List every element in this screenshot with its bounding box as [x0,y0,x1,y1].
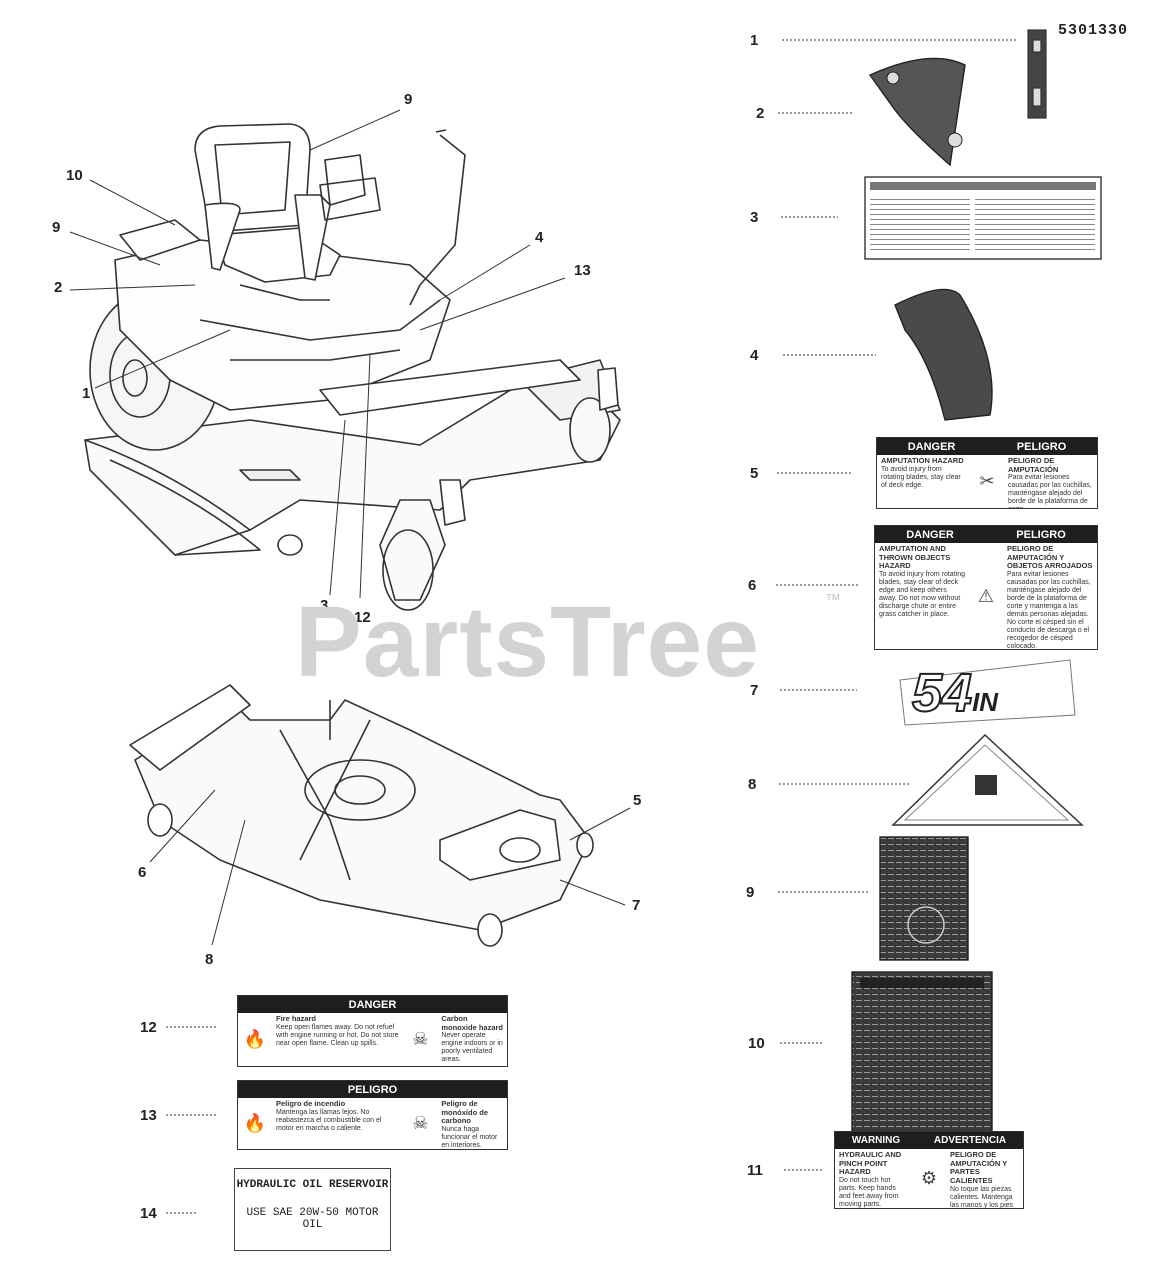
watermark: PartsTree [295,586,760,698]
decal-12: DANGER 🔥 Fire hazard Keep open flames aw… [237,995,508,1067]
callout-decal-7: 7 [750,682,759,699]
fire-hazard-icon: 🔥 [243,1029,267,1049]
callout-deck-6: 6 [138,864,147,881]
fire-hazard-icon: 🔥 [243,1113,267,1133]
callout-mower-4: 4 [535,229,544,246]
decal-12-left-body: Keep open flames away. Do not refuel wit… [276,1023,399,1047]
decal-7-size: 54 [911,662,973,724]
decal-13-left-body: Mantenga las llamas lejos. No reabastezc… [276,1108,382,1132]
callout-mower-9-top: 9 [404,91,413,108]
decal-11-left-body: Do not touch hot parts. Keep hands and f… [839,1176,899,1209]
decal-12-header: DANGER [348,998,397,1011]
callout-decal-11: 11 [747,1162,763,1179]
callout-decal-2: 2 [756,105,765,122]
decal-5: DANGER PELIGRO AMPUTATION HAZARD To avoi… [876,437,1098,509]
decal-13-right-title: Peligro de monóxido de carbono [441,1099,488,1126]
decal-5-right-body: Para evitar lesiones causadas por las cu… [1008,474,1092,508]
decal-6: DANGER PELIGRO AMPUTATION AND THROWN OBJ… [874,525,1098,650]
decal-13: PELIGRO 🔥 Peligro de incendio Mantenga l… [237,1080,508,1150]
callout-decal-12: 12 [140,1019,157,1036]
callout-mower-13: 13 [574,262,591,279]
callout-mower-12: 12 [354,609,371,626]
callout-decal-14: 14 [140,1205,157,1222]
decal-5-header-right: PELIGRO [1016,440,1067,453]
decal-10-shape [851,971,993,1133]
decal-6-header-left: DANGER [906,528,954,541]
thrown-objects-icon: ⚠ [977,585,995,606]
decal-11-right-body: No toque las piezas calientes. Mantenga … [950,1185,1014,1209]
decal-2-shape [868,57,966,167]
callout-mower-2: 2 [54,279,63,296]
decal-11-header-left: WARNING [851,1135,901,1146]
decal-12-right-body: Never operate engine indoors or in poorl… [441,1032,503,1064]
callout-deck-5: 5 [633,792,642,809]
decal-14-title: HYDRAULIC OIL RESERVOIR [236,1179,389,1191]
decal-5-left-body: To avoid injury from rotating blades, st… [881,465,961,489]
decal-11-header-right: ADVERTENCIA [933,1135,1007,1146]
callout-mower-3: 3 [320,597,329,614]
decal-5-left-title: AMPUTATION HAZARD [881,456,964,465]
carbon-monoxide-icon: ☠ [412,1113,429,1133]
callout-deck-8: 8 [205,951,214,968]
decal-11: WARNING ADVERTENCIA HYDRAULIC AND PINCH … [834,1131,1024,1209]
decal-14: HYDRAULIC OIL RESERVOIR USE SAE 20W-50 M… [234,1168,391,1251]
callout-mower-10: 10 [66,167,83,184]
trademark-symbol: ™ [825,592,841,609]
decal-13-header: PELIGRO [347,1083,398,1096]
decal-4-shape [894,288,993,421]
decal-11-right-title: PELIGRO DE AMPUTACIÓN Y PARTES CALIENTES [950,1150,1008,1185]
decal-6-right-body: Para evitar lesiones causadas por las cu… [1007,570,1091,650]
callout-mower-9-left: 9 [52,219,61,236]
pinch-point-icon: ⚙ [920,1168,938,1188]
callout-decal-1: 1 [750,32,759,49]
decal-6-right-title: PELIGRO DE AMPUTACIÓN Y OBJETOS ARROJADO… [1007,544,1093,571]
callout-decal-9: 9 [746,884,755,901]
decal-6-header-right: PELIGRO [1016,528,1066,541]
part-number: 5301330 [1058,22,1129,39]
carbon-monoxide-icon: ☠ [412,1029,429,1049]
decal-6-left-title: AMPUTATION AND THROWN OBJECTS HAZARD [879,544,951,571]
decal-6-left-body: To avoid injury from rotating blades, st… [879,570,965,619]
callout-mower-1: 1 [82,385,91,402]
callout-decal-10: 10 [748,1035,765,1052]
callout-decal-5: 5 [750,465,759,482]
decal-7-unit: IN [972,687,999,717]
callout-deck-7: 7 [632,897,641,914]
decal-14-body: USE SAE 20W-50 MOTOR OIL [246,1207,379,1231]
decal-12-left-title: Fire hazard [276,1014,317,1023]
blade-hazard-icon: ✂ [979,471,995,491]
decal-13-left-title: Peligro de incendio [276,1099,346,1108]
callout-decal-6: 6 [748,577,757,594]
callout-decal-3: 3 [750,209,759,226]
decal-12-right-title: Carbon monoxide hazard [441,1014,504,1032]
decal-9-shape [879,836,969,961]
decal-5-header-left: DANGER [907,440,956,453]
callout-decal-4: 4 [750,347,759,364]
callout-decal-8: 8 [748,776,757,793]
decal-11-left-title: HYDRAULIC AND PINCH POINT HAZARD [839,1150,902,1177]
callout-decal-13: 13 [140,1107,157,1124]
decal-7: 54IN [911,662,999,724]
decal-5-right-title: PELIGRO DE AMPUTACIÓN [1008,456,1059,474]
decal-13-right-body: Nunca haga funcionar el motor en interio… [441,1125,498,1149]
